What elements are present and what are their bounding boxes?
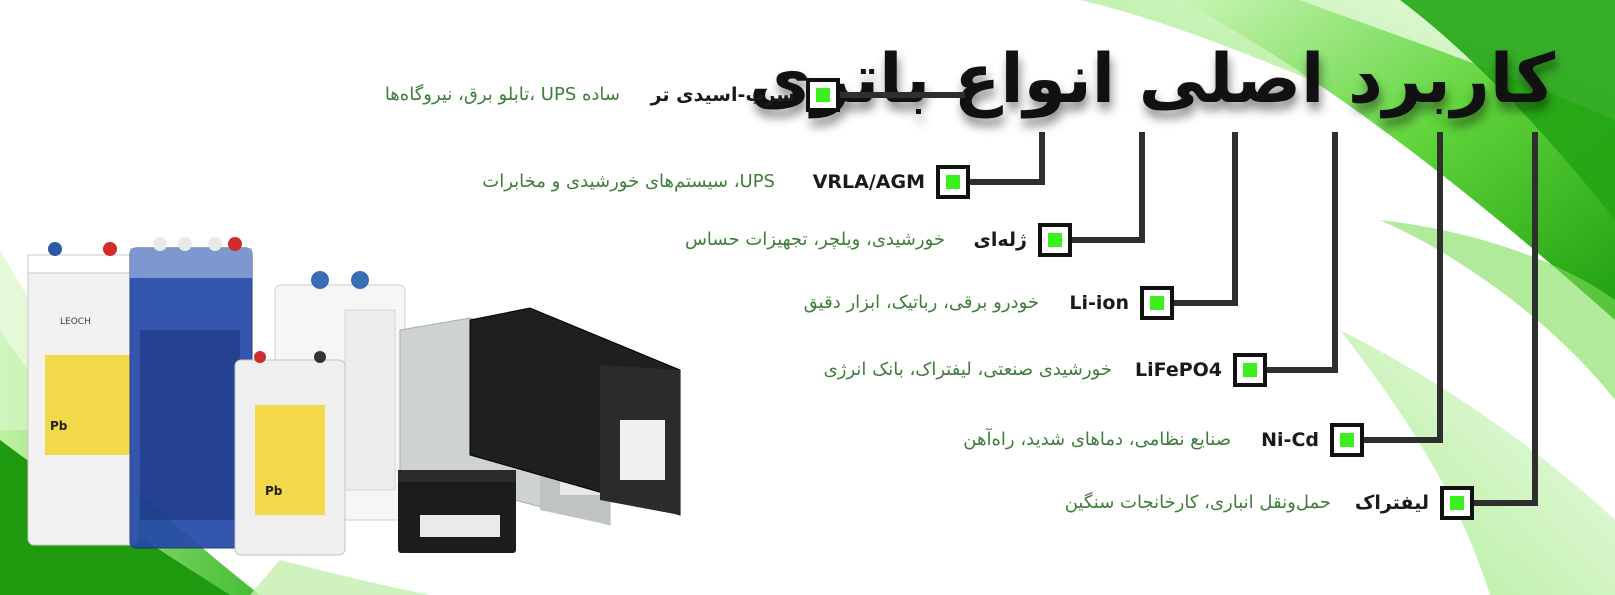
battery-row-6: Ni-Cd صنایع نظامی، دماهای شدید، راه‌آهن: [0, 425, 1319, 455]
battery-type-name: سرب-اسیدی تر: [650, 84, 795, 106]
battery-cell-white-front: Pb: [234, 351, 346, 556]
battery-type-name: Ni-Cd: [1261, 429, 1319, 451]
battery-type-name: لیفتراک: [1354, 492, 1429, 514]
battery-row-3: ژله‌ای خورشیدی، ویلچر، تجهیزات حساس: [0, 225, 1027, 255]
battery-type-name: Li-ion: [1069, 292, 1129, 314]
page-title: کاربرد اصلی انواع باتری: [748, 40, 1556, 119]
battery-row-7: لیفتراک حمل‌ونقل انباری، کارخانجات سنگین: [0, 488, 1429, 518]
battery-black-front-terminal: [469, 307, 681, 516]
battery-row-5: LiFePO4 خورشیدی صنعتی، لیفتراک، بانک انر…: [0, 355, 1222, 385]
battery-row-2: VRLA/AGM UPS، سیستم‌های خورشیدی و مخابرا…: [0, 167, 925, 197]
battery-row-1: سرب-اسیدی تر ساده UPS ،تابلو برق، نیروگا…: [0, 80, 795, 110]
battery-type-description: خورشیدی، ویلچر، تجهیزات حساس: [684, 229, 945, 250]
battery-type-name: ژله‌ای: [973, 229, 1027, 251]
battery-type-description: خورشیدی صنعتی، لیفتراک، بانک انرژی: [823, 359, 1112, 380]
battery-type-description: UPS، سیستم‌های خورشیدی و مخابرات: [482, 171, 775, 192]
battery-cell-white-left: Pb LEOCH: [27, 242, 139, 546]
battery-type-name: VRLA/AGM: [812, 171, 925, 193]
battery-type-description: صنایع نظامی، دماهای شدید، راه‌آهن: [963, 429, 1231, 450]
battery-type-name: LiFePO4: [1134, 359, 1222, 381]
battery-type-description: حمل‌ونقل انباری، کارخانجات سنگین: [1064, 492, 1331, 513]
battery-label-pb: Pb: [50, 419, 68, 433]
battery-type-description: ساده UPS ،تابلو برق، نیروگاه‌ها: [384, 84, 620, 105]
battery-row-4: Li-ion خودرو برقی، رباتیک، ابزار دقیق: [0, 288, 1129, 318]
battery-label-pb-front: Pb: [265, 484, 283, 498]
battery-brand-label: LEOCH: [60, 317, 91, 327]
battery-small-black: [398, 470, 516, 553]
battery-cell-blue: [129, 237, 253, 549]
battery-type-description: خودرو برقی، رباتیک، ابزار دقیق: [803, 292, 1039, 313]
